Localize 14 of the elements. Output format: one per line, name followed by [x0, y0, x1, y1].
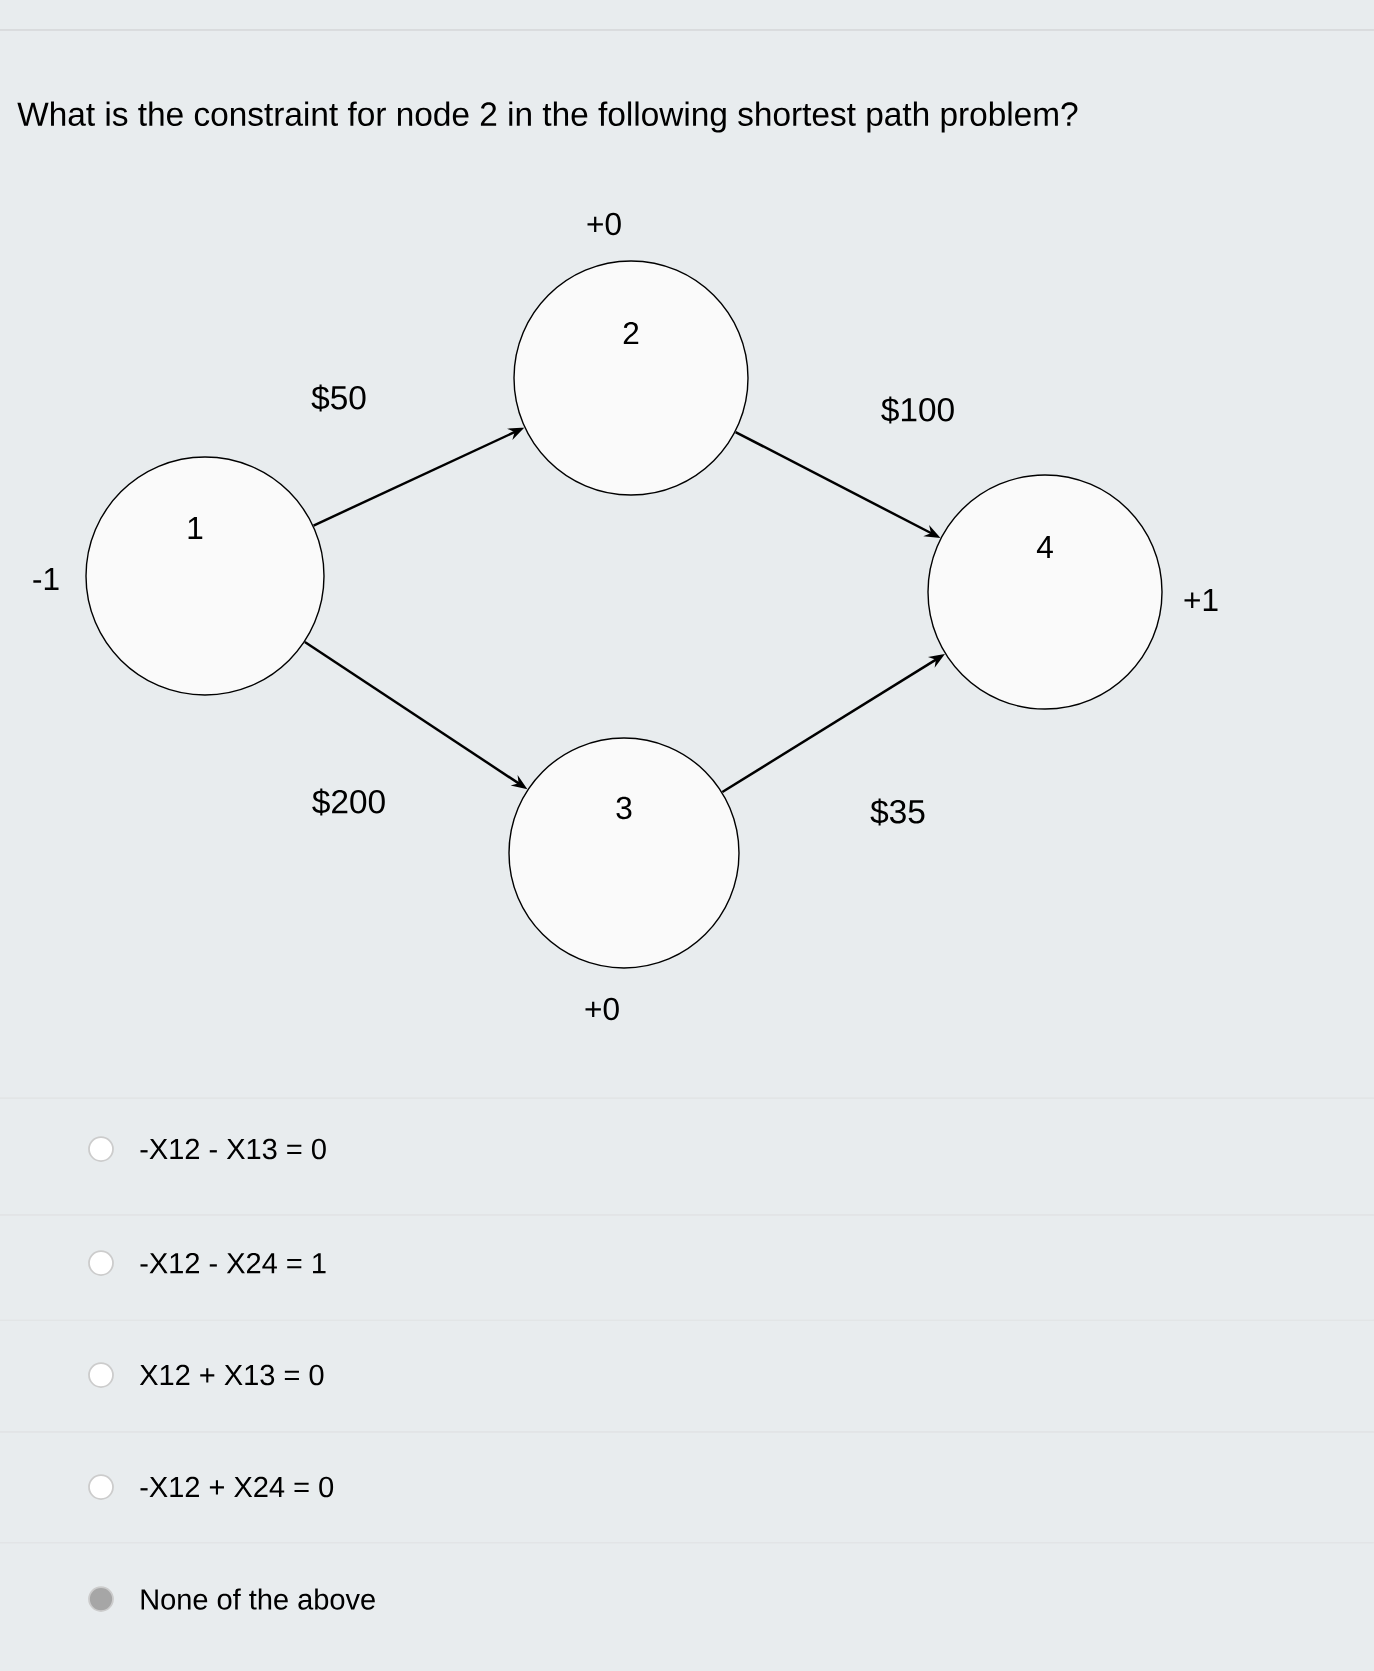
question-text: What is the constraint for node 2 in the following shortest path problem? [17, 101, 1078, 133]
edge-label: $200 [312, 788, 385, 816]
edge-label: $35 [870, 798, 925, 826]
edge-label: $100 [881, 396, 954, 424]
answer-option: -X12 - X13 = 0 [140, 1138, 326, 1160]
supply-label: -1 [33, 568, 59, 590]
supply-label: +1 [1184, 589, 1218, 611]
answer-option: X12 + X13 = 0 [139, 1364, 324, 1386]
answer-option: -X12 + X24 = 0 [140, 1476, 334, 1498]
supply-label: +0 [585, 997, 619, 1021]
answer-option: -X12 - X24 = 1 [140, 1252, 326, 1274]
answer-option: None of the above [141, 1588, 375, 1610]
edge-label: $50 [311, 384, 366, 412]
supply-label: +0 [587, 212, 621, 236]
